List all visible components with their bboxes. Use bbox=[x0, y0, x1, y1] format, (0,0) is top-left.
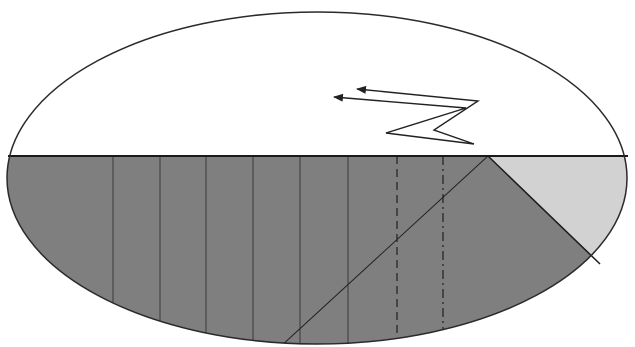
lower-region-group bbox=[0, 156, 635, 347]
